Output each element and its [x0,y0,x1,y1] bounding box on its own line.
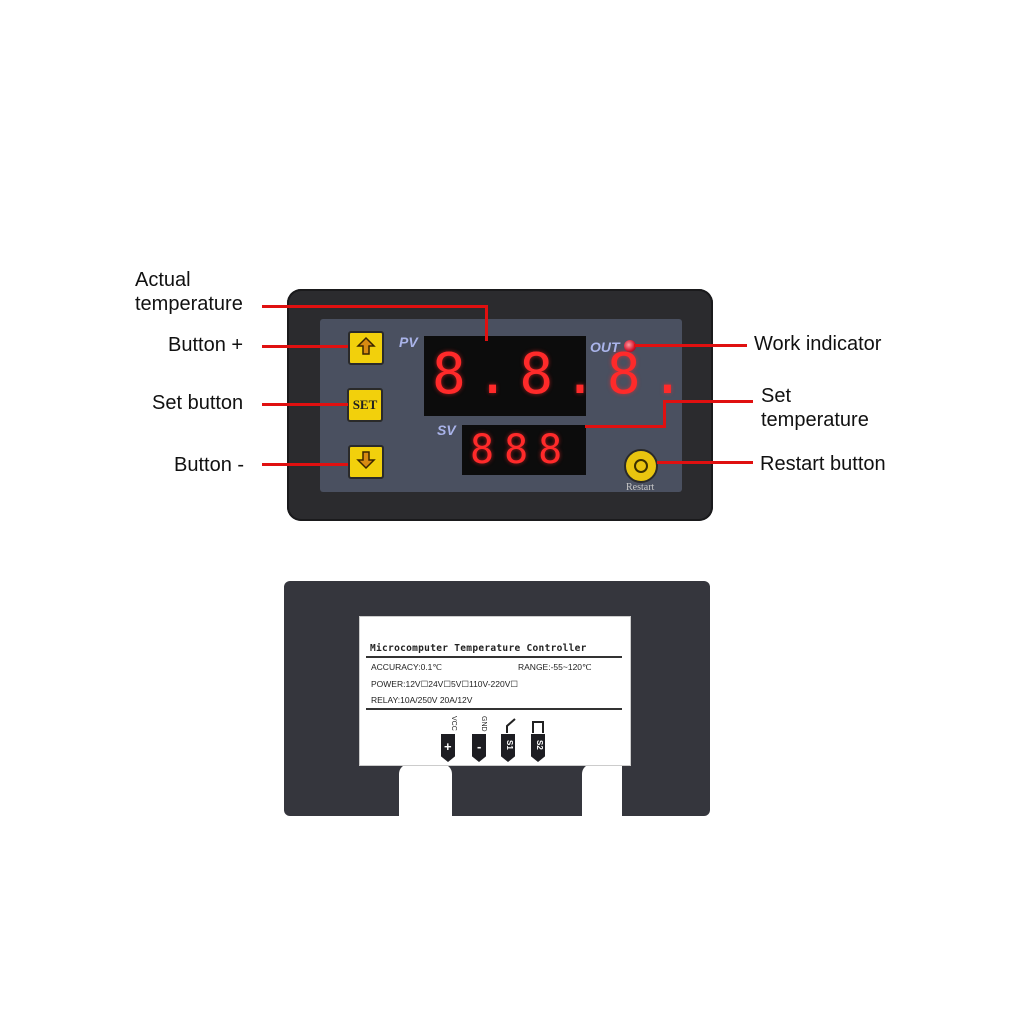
spec-power: POWER:12V☐24V☐5V☐110V-220V☐ [371,679,519,689]
terminal-s1 [501,734,515,762]
spec-label-rule-bottom [366,708,622,710]
callout-line-actual-drop [485,305,488,341]
sv-display: 888 [462,425,586,475]
callout-line-settemp-h [585,425,666,428]
pv-display-digits: 8.8.8. [432,342,695,407]
set-button[interactable]: SET [347,388,383,422]
pv-label: PV [399,334,418,350]
terminal-vcc [441,734,455,762]
button-plus[interactable] [348,331,384,365]
terminal-gnd-name: GND [480,716,487,732]
up-arrow-icon [356,336,376,361]
back-notch-right [582,764,622,818]
spec-relay: RELAY:10A/250V 20A/12V [371,695,473,705]
out-label: OUT [590,339,620,355]
callout-button-plus: Button + [168,334,244,356]
spec-label-rule-top [366,656,622,658]
restart-button[interactable] [624,449,658,483]
spec-accuracy: ACCURACY:0.1℃ [371,662,442,672]
callout-button-minus: Button - [174,454,245,476]
callout-line-plus [262,345,348,348]
callout-line-settemp [663,400,753,403]
callout-line-settemp-drop [663,400,666,428]
power-ring-icon [634,459,648,473]
terminal-gnd [472,734,486,762]
terminal-s2 [531,734,545,762]
button-minus[interactable] [348,445,384,479]
relay-switch-icon [505,718,550,739]
callout-restart-button: Restart button [760,453,886,475]
callout-line-set [262,403,348,406]
work-indicator-led [624,340,636,352]
callout-actual-line1: Actual [135,269,191,291]
terminal-s2-symbol: S2 [535,740,544,750]
restart-label: Restart [626,482,655,493]
terminal-gnd-symbol: - [477,739,482,754]
callout-line-restart [657,461,753,464]
callout-set-temp-line2: temperature [761,409,869,431]
back-notch-left [399,764,452,818]
set-button-label: SET [352,397,378,412]
callout-actual-temperature: Actual temperature [135,268,243,316]
callout-line-minus [262,463,348,466]
down-arrow-icon [356,450,376,475]
callout-set-temperature: Set temperature [761,384,869,432]
terminal-s1-symbol: S1 [505,740,514,750]
callout-set-temp-line1: Set [761,385,792,407]
callout-set-button: Set button [152,392,244,414]
pv-display: 8.8.8. [424,336,684,416]
spec-range: RANGE:-55~120℃ [518,662,592,672]
callout-line-work [634,344,747,347]
terminal-vcc-symbol: + [444,739,452,754]
callout-work-indicator: Work indicator [754,333,882,355]
spec-label [359,616,631,766]
sv-display-digits: 888 [470,427,573,473]
sv-label: SV [437,422,456,438]
callout-actual-line2: temperature [135,293,243,315]
callout-line-actual [262,305,487,308]
spec-label-title: Microcomputer Temperature Controller [370,643,587,654]
terminal-vcc-name: VCC [450,716,457,731]
